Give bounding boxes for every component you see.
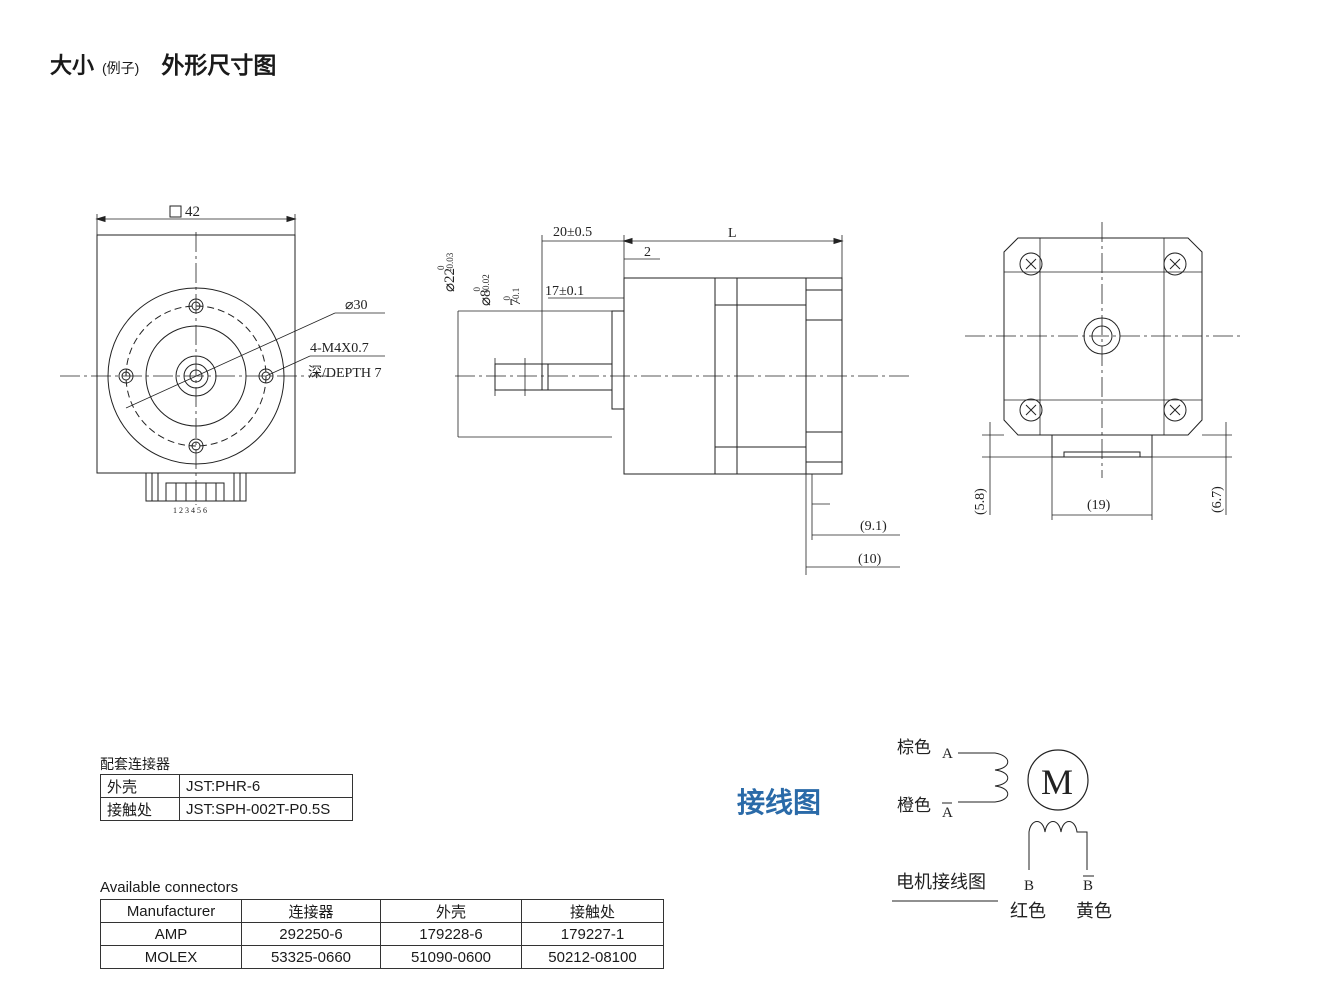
available-connectors-title: Available connectors: [100, 879, 239, 896]
conn-offset-2: (10): [858, 552, 882, 567]
side-view: (9.1) (10) L 20±0.5 2 17±0.1 ⌀220-0.03 ⌀…: [436, 225, 912, 575]
column-header: Manufacturer: [100, 899, 242, 923]
mating-connector-title: 配套连接器: [100, 756, 170, 772]
hole-spec-label: 4-M4X0.7: [310, 341, 369, 356]
size-label: 大小: [50, 53, 95, 78]
brown-label: 棕色: [897, 738, 931, 757]
table-cell: 50212-08100: [521, 945, 664, 969]
motor-circle: [1027, 749, 1089, 811]
phase-a-label: A: [942, 746, 953, 762]
hole-depth-label: 深/DEPTH 7: [308, 365, 382, 381]
table-cell: 292250-6: [241, 922, 381, 946]
table-row: MOLEX 53325-0660 51090-0600 50212-08100: [100, 945, 664, 969]
body-length-label: L: [728, 226, 737, 241]
table-cell: MOLEX: [100, 945, 242, 969]
table-row: AMP 292250-6 179228-6 179227-1: [100, 922, 664, 946]
phase-b-bar-label: B: [1083, 878, 1093, 894]
motor-symbol: M: [1041, 762, 1073, 802]
available-connectors-table: Manufacturer 连接器 外壳 接触处 AMP 292250-6 179…: [100, 899, 664, 969]
pin-numbers: 1 2 3 4 5 6: [173, 506, 207, 515]
flat-dim-label: 70-0.1: [502, 288, 524, 306]
drawing-title: 外形尺寸图: [161, 52, 277, 78]
table-row: 接触处 JST:SPH-002T-P0.5S: [100, 797, 353, 821]
column-header: 接触处: [521, 899, 664, 923]
coil-b: [1028, 821, 1088, 870]
table-cell: 接触处: [100, 797, 180, 821]
table-cell: 179227-1: [521, 922, 664, 946]
example-label: (例子): [102, 60, 140, 76]
table-cell: 179228-6: [380, 922, 522, 946]
red-label: 红色: [1010, 901, 1046, 921]
mating-connector-table: 外壳 JST:PHR-6 接触处 JST:SPH-002T-P0.5S: [100, 774, 353, 821]
shaft-dia-label: ⌀80-0.02: [472, 274, 494, 306]
table-cell: AMP: [100, 922, 242, 946]
table-header-row: Manufacturer 连接器 外壳 接触处: [100, 899, 664, 923]
square-size-label: 42: [185, 204, 200, 220]
column-header: 连接器: [241, 899, 381, 923]
table-cell: 51090-0600: [380, 945, 522, 969]
conn-offset-1: (9.1): [860, 519, 887, 534]
wiring-diagram: 棕色 A 橙色 A M B B 红色 黄色 电机接线图: [892, 738, 1112, 921]
wiring-caption: 电机接线图: [896, 872, 986, 892]
table-row: 外壳 JST:PHR-6: [100, 774, 353, 798]
table-cell: 53325-0660: [241, 945, 381, 969]
yellow-label: 黄色: [1076, 901, 1112, 921]
rear-dim-bottom: (19): [1087, 498, 1111, 513]
rear-dim-right: (6.7): [1210, 486, 1225, 513]
boss-height-label: 2: [644, 245, 651, 260]
page-header: 大小 (例子) 外形尺寸图: [50, 46, 276, 80]
circle-dia-label: ⌀30: [345, 298, 367, 313]
rear-outline: [1003, 237, 1203, 436]
table-cell: JST:SPH-002T-P0.5S: [179, 797, 353, 821]
table-cell: JST:PHR-6: [179, 774, 353, 798]
table-cell: 外壳: [100, 774, 180, 798]
front-view: 42 ⌀30 4-M4X0.7 深/DEPTH 7 1 2 3 4 5 6: [60, 204, 385, 515]
column-header: 外壳: [380, 899, 522, 923]
wiring-title: 接线图: [737, 786, 822, 819]
phase-a-bar-label: A: [942, 805, 953, 821]
coil-a: [958, 752, 1009, 803]
rear-view: (19) (5.8) (6.7): [965, 222, 1240, 520]
orange-label: 橙色: [897, 796, 931, 815]
rear-dim-left: (5.8): [973, 488, 988, 515]
boss-dia-label: ⌀220-0.03: [436, 252, 458, 292]
phase-b-label: B: [1024, 878, 1034, 894]
shaft-length-label: 20±0.5: [553, 225, 592, 240]
flat-length-label: 17±0.1: [545, 284, 584, 299]
shaft: [541, 363, 613, 391]
mounting-boss: [611, 310, 625, 410]
